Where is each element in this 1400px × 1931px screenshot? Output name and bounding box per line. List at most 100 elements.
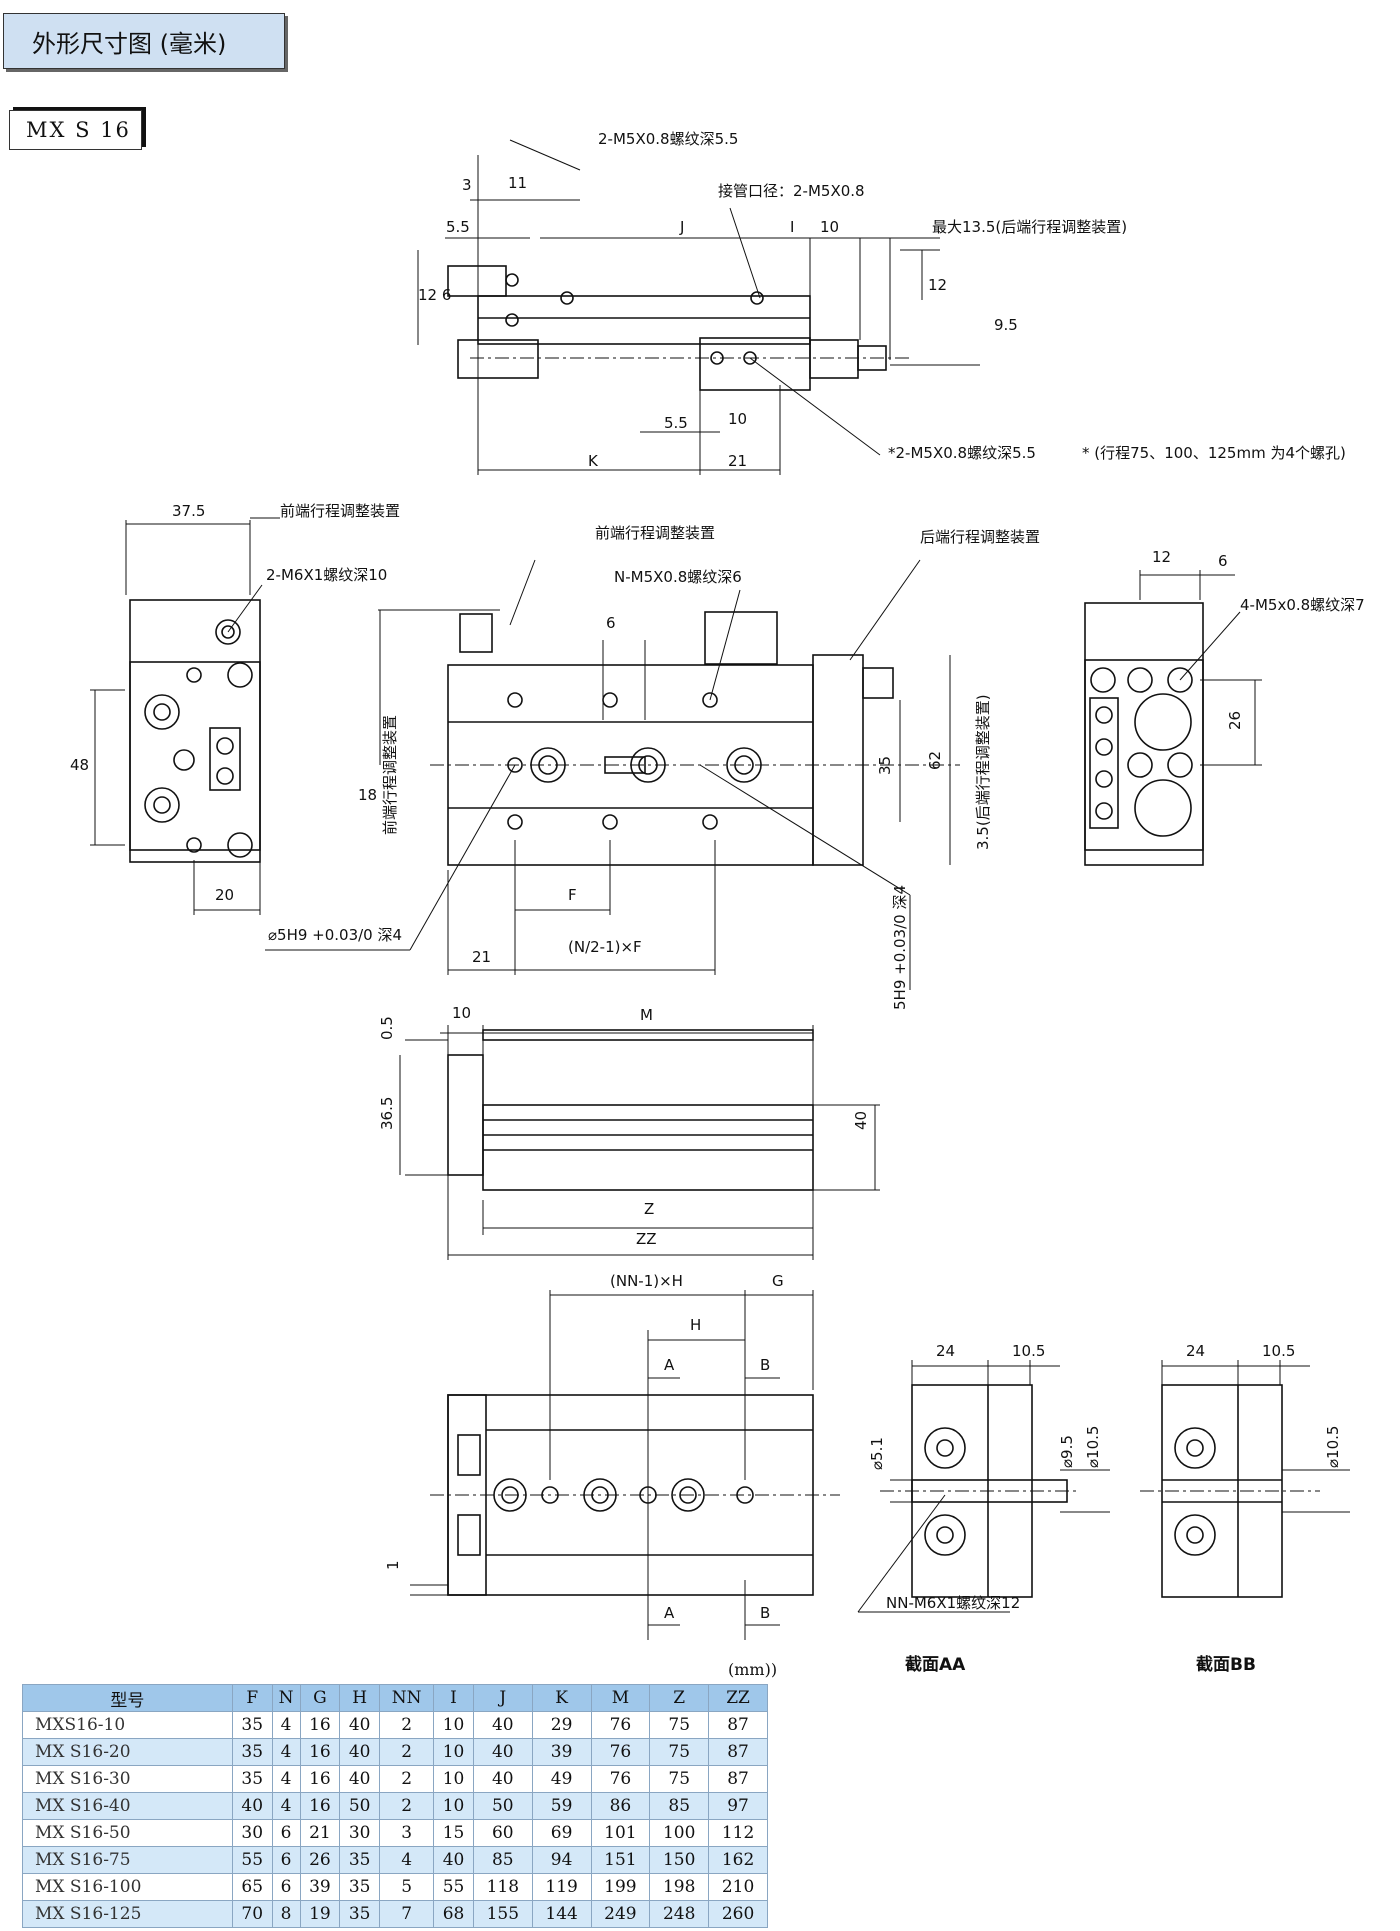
dim-5-5: 5.5 [446, 218, 470, 236]
tapN-label: N-M5X0.8螺纹深6 [614, 568, 742, 586]
table-cell: 40 [472, 1765, 533, 1793]
table-cell: 35 [231, 1765, 273, 1793]
col-f: F [231, 1684, 273, 1712]
table-cell: 40 [339, 1738, 381, 1766]
table-cell: 16 [299, 1738, 341, 1766]
table-cell: 30 [339, 1819, 381, 1847]
table-cell: 87 [708, 1765, 768, 1793]
table-cell: 15 [433, 1819, 474, 1847]
front-adj-label-2: 前端行程调整装置 [595, 524, 715, 542]
table-cell: 151 [590, 1846, 651, 1874]
dim-62: 62 [926, 751, 944, 770]
table-cell: 3 [379, 1819, 435, 1847]
table-cell: 26 [299, 1846, 341, 1874]
dim-10-5v-bb: ⌀10.5 [1324, 1426, 1342, 1468]
dim-g: G [772, 1272, 784, 1290]
section-bb-label: 截面BB [1196, 1655, 1256, 1675]
table-cell: 198 [649, 1873, 710, 1901]
dim-z: Z [644, 1200, 654, 1218]
table-cell: 6 [271, 1873, 301, 1901]
dim-24-bb: 24 [1186, 1342, 1205, 1360]
table-cell: 29 [531, 1711, 592, 1739]
dim-10: 10 [820, 218, 839, 236]
top-view [417, 139, 980, 475]
table-cell: 55 [231, 1846, 273, 1874]
col-model: 型号 [22, 1684, 233, 1712]
table-cell: 21 [299, 1819, 341, 1847]
dim-3: 3 [462, 176, 472, 194]
table-cell: 4 [379, 1846, 435, 1874]
top-tap2-note: *2-M5X0.8螺纹深5.5 [888, 444, 1036, 462]
table-cell: 87 [708, 1738, 768, 1766]
table-cell: 35 [231, 1711, 273, 1739]
table-cell: 68 [433, 1900, 474, 1928]
page-title: 外形尺寸图 (毫米) [3, 13, 285, 69]
section-bb [1140, 1360, 1350, 1598]
model-label: MX S 16 [9, 110, 142, 150]
model-cell: MX S16-50 [22, 1819, 233, 1847]
top-port-note: 接管口径：2-M5X0.8 [718, 182, 865, 200]
dim-10-5-aa: 10.5 [1012, 1342, 1045, 1360]
dim-zz: ZZ [636, 1230, 657, 1248]
dim-26: 26 [1226, 711, 1244, 730]
rear-adj-label: 后端行程调整装置 [920, 528, 1040, 546]
dim-10b: 10 [728, 410, 747, 428]
dim-i: I [790, 218, 794, 236]
table-cell: 85 [472, 1846, 533, 1874]
table-cell: 5 [379, 1873, 435, 1901]
dim-36-5: 36.5 [378, 1097, 396, 1130]
table-cell: 50 [472, 1792, 533, 1820]
dim-24-aa: 24 [936, 1342, 955, 1360]
table-cell: 150 [649, 1846, 710, 1874]
table-cell: 2 [379, 1738, 435, 1766]
col-z: Z [649, 1684, 710, 1712]
table-cell: 248 [649, 1900, 710, 1928]
model-cell: MX S16-100 [22, 1873, 233, 1901]
table-cell: 60 [472, 1819, 533, 1847]
table-cell: 6 [271, 1819, 301, 1847]
right-end-view [1084, 570, 1262, 866]
main-side-view [265, 559, 960, 990]
col-m: M [590, 1684, 651, 1712]
table-cell: 119 [531, 1873, 592, 1901]
table-cell: 40 [339, 1711, 381, 1739]
table-cell: 49 [531, 1765, 592, 1793]
dim-9-5-aa: ⌀9.5 [1058, 1435, 1076, 1468]
dim-f: F [568, 886, 577, 904]
top-end-block [447, 265, 507, 297]
table-cell: 40 [472, 1711, 533, 1739]
table-cell: 94 [531, 1846, 592, 1874]
top-tap-note: 2-M5X0.8螺纹深5.5 [598, 130, 738, 148]
tap7-label: 4-M5x0.8螺纹深7 [1240, 596, 1365, 614]
section-b-top: B [760, 1356, 770, 1374]
col-h: H [339, 1684, 381, 1712]
table-cell: 76 [590, 1711, 651, 1739]
col-nn: NN [379, 1684, 435, 1712]
dim-12-right: 12 [1152, 548, 1171, 566]
table-cell: 35 [339, 1900, 381, 1928]
table-cell: 100 [649, 1819, 710, 1847]
table-cell: 40 [231, 1792, 273, 1820]
table-cell: 4 [271, 1711, 301, 1739]
model-cell: MX S16-20 [22, 1738, 233, 1766]
table-cell: 40 [339, 1765, 381, 1793]
dim-48: 48 [70, 756, 89, 774]
front-adj-vertical: 前端行程调整装置 [381, 715, 399, 835]
table-cell: 16 [299, 1792, 341, 1820]
dim-6: 6 [442, 286, 452, 304]
dim-10-5v-aa: ⌀10.5 [1084, 1426, 1102, 1468]
hole-note: ⌀5H9 +0.03/0 深4 [268, 926, 402, 944]
table-cell: 85 [649, 1792, 710, 1820]
table-cell: 10 [433, 1792, 474, 1820]
table-cell: 35 [231, 1738, 273, 1766]
model-cell: MXS16-10 [22, 1711, 233, 1739]
table-cell: 75 [649, 1765, 710, 1793]
dim-11: 11 [508, 174, 527, 192]
dim-k: K [588, 452, 599, 470]
table-cell: 2 [379, 1711, 435, 1739]
table-cell: 16 [299, 1765, 341, 1793]
